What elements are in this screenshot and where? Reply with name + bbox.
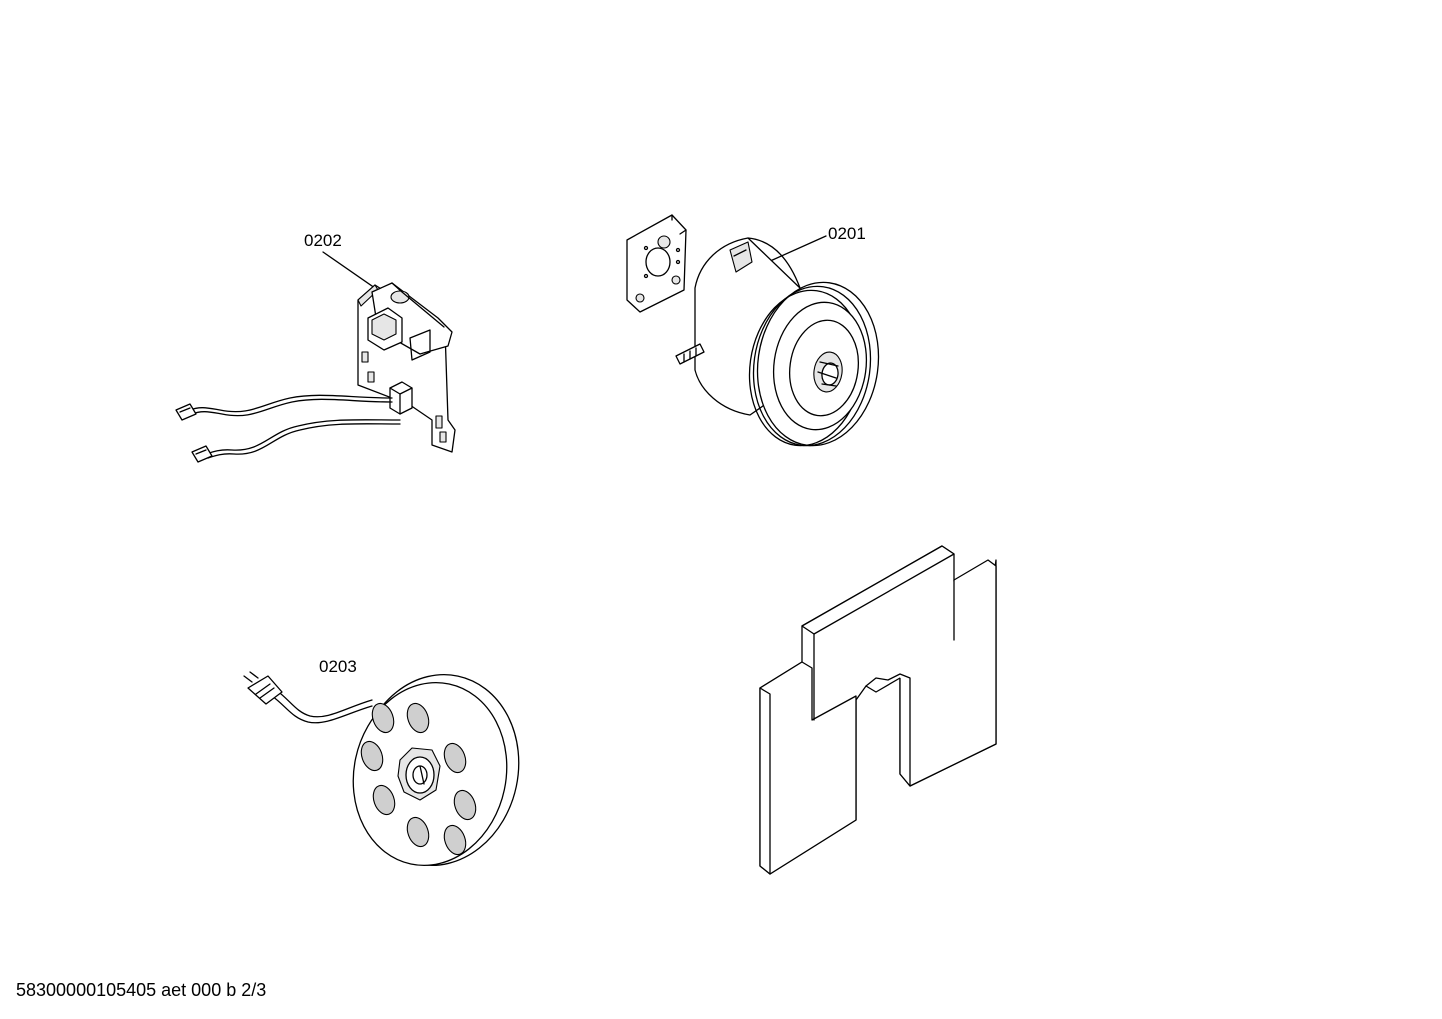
foam-insert-part bbox=[759, 545, 997, 875]
electronics-module-part: 0202 bbox=[175, 231, 456, 463]
callout-label-0202: 0202 bbox=[304, 231, 342, 250]
footer-document-id: 58300000105405 aet 000 b 2/3 bbox=[16, 980, 267, 1000]
callout-label-0203: 0203 bbox=[319, 657, 357, 676]
cable-reel-part: 0203 bbox=[243, 657, 520, 867]
motor-part: 0201 bbox=[626, 214, 880, 447]
leader-line-0201 bbox=[767, 235, 827, 263]
callout-label-0201: 0201 bbox=[828, 224, 866, 243]
